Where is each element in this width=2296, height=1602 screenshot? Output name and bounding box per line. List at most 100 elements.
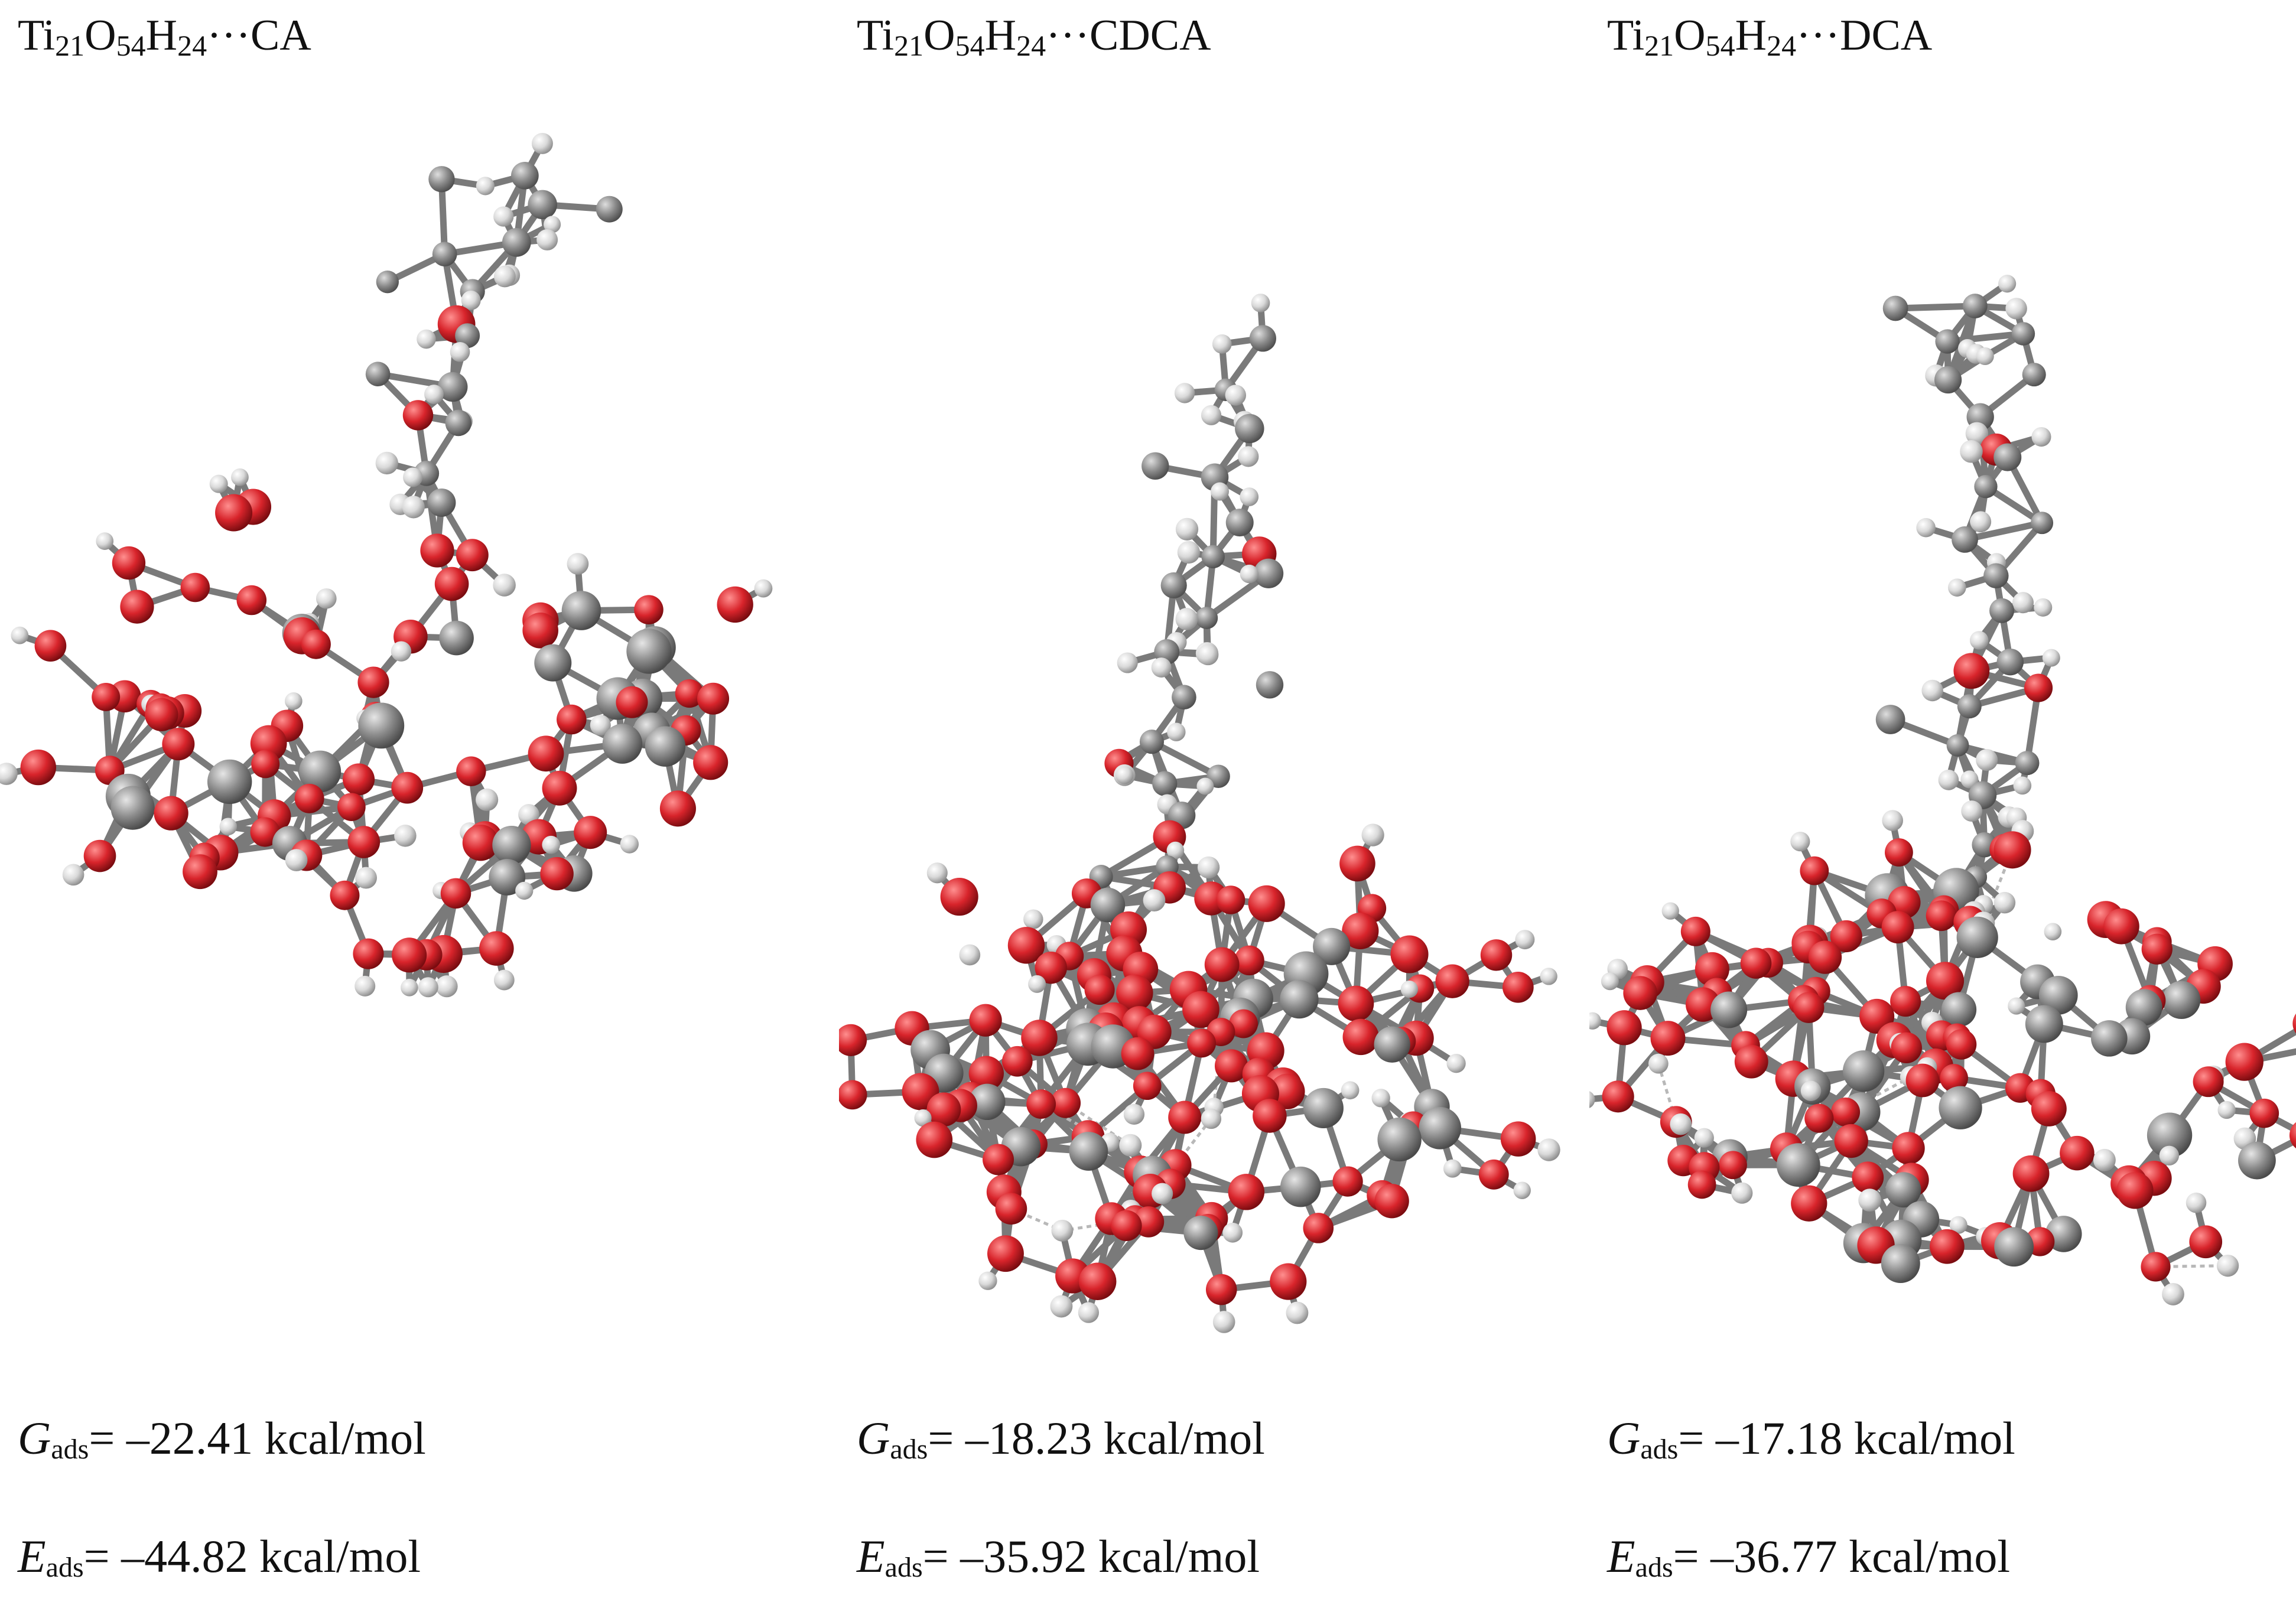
g-symbol: G — [857, 1412, 890, 1464]
carbon-atom — [428, 166, 455, 193]
hydrogen-atom — [1371, 1089, 1390, 1108]
titanium-atom — [1710, 991, 1748, 1028]
hydrogen-atom — [424, 385, 444, 404]
oxygen-atom — [337, 793, 366, 821]
oxygen-atom — [1374, 1184, 1409, 1219]
oxygen-atom — [1435, 964, 1469, 998]
hydrogen-atom — [1446, 1054, 1466, 1073]
hydrogen-atom — [1177, 540, 1201, 564]
titanium-atom — [1377, 1117, 1422, 1162]
hydrogen-atom — [515, 881, 534, 900]
hydrogen-atom — [1400, 981, 1418, 998]
hydrogen-atom — [2031, 426, 2051, 447]
hydrogen-atom — [2216, 1254, 2239, 1277]
hydrogen-atom — [231, 468, 249, 486]
adsorption-energy: Eads= –36.77 kcal/mol — [1607, 1530, 2010, 1584]
hydrogen-atom — [316, 588, 337, 609]
ti-symbol: Ti — [1607, 11, 1645, 60]
carbon-atom — [1160, 572, 1187, 599]
adsorbate-label: ···CDCA — [1046, 11, 1211, 60]
hydrogen-atom — [1117, 652, 1138, 673]
oxygen-atom — [1834, 1124, 1868, 1158]
hydrogen-atom — [435, 975, 458, 998]
oxygen-atom — [2141, 933, 2173, 965]
oxygen-atom — [1800, 856, 1829, 885]
panel-title: Ti21O54H24···CA — [18, 11, 311, 63]
e-subscript: ads — [1635, 1552, 1673, 1583]
ti-count: 21 — [1644, 29, 1674, 62]
g-symbol: G — [1607, 1412, 1641, 1464]
oxygen-atom — [926, 1092, 961, 1127]
hydrogen-atom — [1211, 482, 1230, 501]
hydrogen-atom — [402, 496, 425, 519]
panel-cdca: Ti21O54H24···CDCA Gads= –18.23 kcal/mol … — [839, 0, 1589, 1602]
hydrogen-atom — [914, 1109, 932, 1127]
oxygen-atom — [1084, 974, 1115, 1005]
carbon-atom — [1952, 526, 1978, 553]
oxygen-atom — [839, 1024, 867, 1056]
oxygen-atom — [357, 666, 389, 698]
oxygen-atom — [294, 783, 324, 813]
oxygen-atom — [1035, 952, 1067, 984]
oxygen-atom — [2225, 1043, 2264, 1081]
oxygen-atom — [1390, 935, 1429, 973]
hydrogen-atom — [1151, 657, 1172, 678]
hydrogen-atom — [1174, 383, 1195, 403]
hydrogen-atom — [96, 532, 114, 550]
titanium-atom — [358, 702, 405, 749]
oxygen-atom — [180, 572, 210, 603]
hydrogen-atom — [2159, 1145, 2180, 1165]
carbon-atom — [2031, 512, 2054, 535]
titanium-atom — [1956, 916, 1998, 958]
carbon-atom — [1983, 563, 2009, 588]
adsorption-energy: Eads= –35.92 kcal/mol — [857, 1530, 1260, 1584]
oxygen-atom — [916, 1121, 953, 1158]
carbon-atom — [1996, 648, 2024, 676]
hydrogen-atom — [1028, 975, 1046, 993]
hydrogen-atom — [1196, 777, 1214, 795]
adsorbate-label: ···CA — [207, 11, 311, 60]
e-symbol: E — [857, 1531, 885, 1582]
oxygen-atom — [1830, 1097, 1861, 1127]
hydrogen-atom — [1601, 972, 1619, 991]
hydrogen-atom — [1212, 1311, 1235, 1333]
hydrogen-atom — [493, 574, 516, 597]
hydrogen-atom — [926, 862, 948, 884]
hydrogen-atom — [1960, 439, 1983, 463]
carbon-atom — [1139, 730, 1165, 754]
oxygen-atom — [1214, 1049, 1248, 1083]
carbon-atom — [1253, 558, 1284, 588]
titanium-atom — [969, 1083, 1006, 1121]
carbon-atom — [1934, 366, 1962, 394]
oxygen-atom — [391, 771, 424, 804]
oxygen-atom — [1253, 1099, 1287, 1133]
oxygen-atom — [1926, 900, 1957, 932]
oxygen-atom — [1793, 992, 1825, 1023]
hydrogen-atom — [1143, 889, 1166, 912]
hydrogen-atom — [418, 977, 438, 998]
oxygen-atom — [1791, 1185, 1827, 1222]
carbon-atom — [1195, 607, 1218, 629]
hydrogen-atom — [567, 553, 589, 575]
hydrogen-atom — [1201, 1108, 1222, 1129]
hydrogen-atom — [403, 467, 423, 487]
oxygen-atom — [987, 1235, 1024, 1272]
titanium-atom — [2038, 975, 2078, 1015]
e-subscript: ads — [45, 1552, 84, 1583]
oxygen-atom — [92, 682, 121, 711]
oxygen-atom — [1228, 1174, 1265, 1210]
oxygen-atom — [145, 698, 178, 731]
oxygen-atom — [154, 796, 188, 831]
oxygen-atom — [1891, 1032, 1922, 1063]
oxygen-atom — [574, 816, 607, 849]
hydrogen-atom — [1694, 1128, 1714, 1148]
oxygen-atom — [983, 1144, 1014, 1176]
oxygen-atom — [392, 937, 427, 973]
oxygen-atom — [1116, 974, 1153, 1012]
oxygen-atom — [1303, 1213, 1334, 1243]
hydrogen-atom — [1116, 766, 1134, 784]
titanium-atom — [2162, 981, 2201, 1020]
oxygen-atom — [1168, 1100, 1202, 1134]
oxygen-atom — [83, 839, 116, 872]
oxygen-atom — [522, 613, 558, 649]
